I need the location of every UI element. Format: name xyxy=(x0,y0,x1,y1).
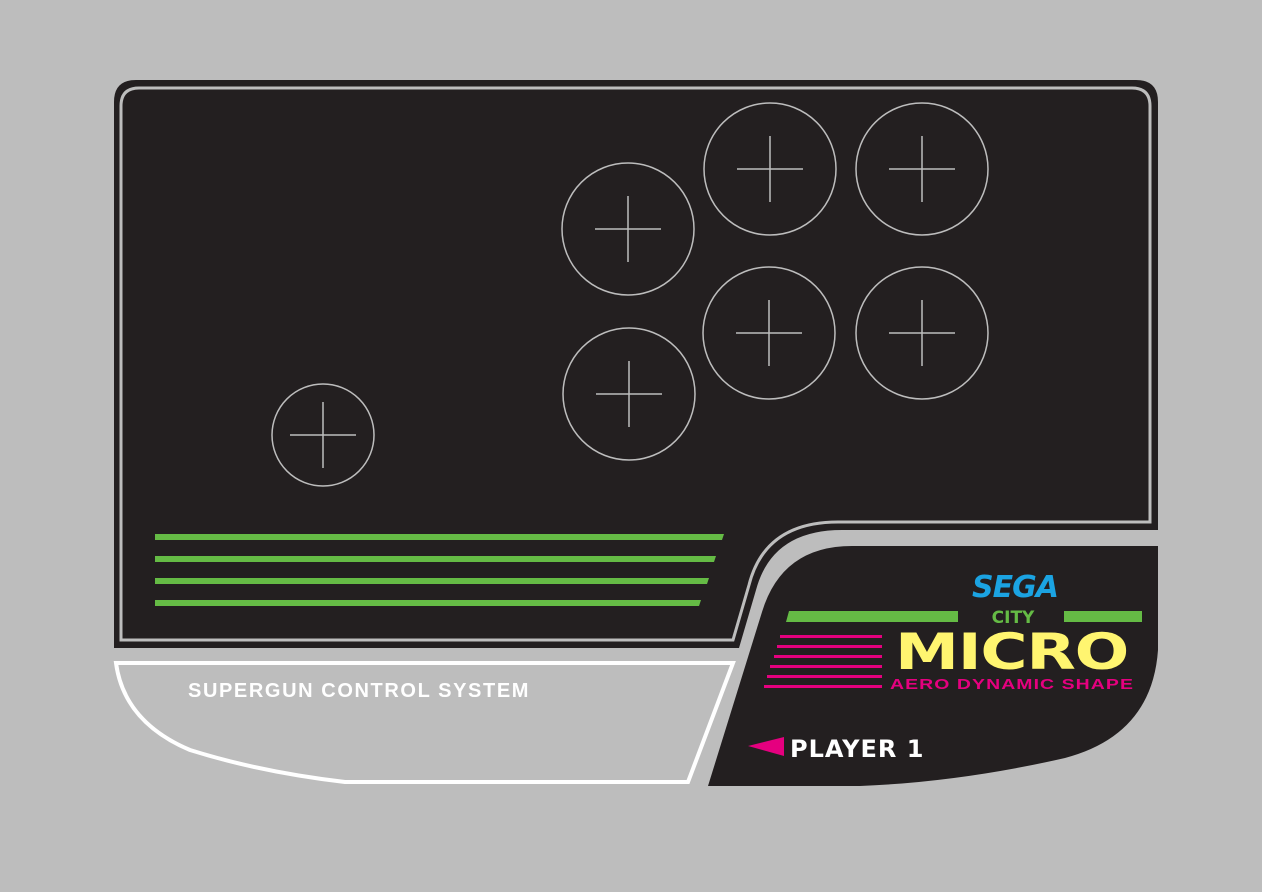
main-panel xyxy=(114,80,1158,648)
button-2 xyxy=(703,102,837,236)
button-hole-outline xyxy=(703,102,837,236)
tagline-text: SUPERGUN CONTROL SYSTEM xyxy=(188,680,530,702)
logo-green-bar-left xyxy=(786,611,958,622)
button-1 xyxy=(561,162,695,296)
joystick-mount xyxy=(271,383,375,487)
crosshair-icon xyxy=(737,136,803,202)
green-stripe xyxy=(155,556,716,562)
crosshair-icon xyxy=(596,361,662,427)
pink-stripe xyxy=(780,635,882,638)
button-hole-outline xyxy=(562,327,696,461)
button-hole-outline xyxy=(561,162,695,296)
pink-arrow-icon xyxy=(748,737,784,756)
logo-subtitle: AERO DYNAMIC SHAPE xyxy=(890,677,1134,693)
button-hole-outline xyxy=(855,266,989,400)
tagline-plate xyxy=(113,661,736,784)
logo-panel xyxy=(708,546,1158,786)
pink-stripe xyxy=(777,645,882,648)
button-6 xyxy=(855,266,989,400)
green-stripe xyxy=(155,578,709,584)
pink-stripe xyxy=(764,685,882,688)
city-text: CITY xyxy=(992,608,1035,628)
sega-logo: SEGA xyxy=(972,570,1058,605)
micro-logo: MICRO xyxy=(895,623,1128,681)
pink-stripe xyxy=(770,665,882,668)
crosshair-icon xyxy=(290,402,356,468)
button-4 xyxy=(562,327,696,461)
button-3 xyxy=(855,102,989,236)
pink-stripe xyxy=(767,675,882,678)
button-layout xyxy=(271,102,989,487)
button-hole-outline xyxy=(271,383,375,487)
button-hole-outline xyxy=(855,102,989,236)
pink-stripe xyxy=(774,655,882,658)
green-stripe xyxy=(155,534,724,540)
crosshair-icon xyxy=(889,136,955,202)
crosshair-icon xyxy=(889,300,955,366)
green-stripes xyxy=(155,534,724,606)
logo-green-bar-right xyxy=(1064,611,1142,622)
green-stripe xyxy=(155,600,701,606)
crosshair-icon xyxy=(736,300,802,366)
button-5 xyxy=(702,266,836,400)
player-label: PLAYER 1 xyxy=(790,735,924,763)
button-hole-outline xyxy=(702,266,836,400)
crosshair-icon xyxy=(595,196,661,262)
pink-stripes xyxy=(764,635,882,688)
panel-inner-border xyxy=(119,86,1152,642)
